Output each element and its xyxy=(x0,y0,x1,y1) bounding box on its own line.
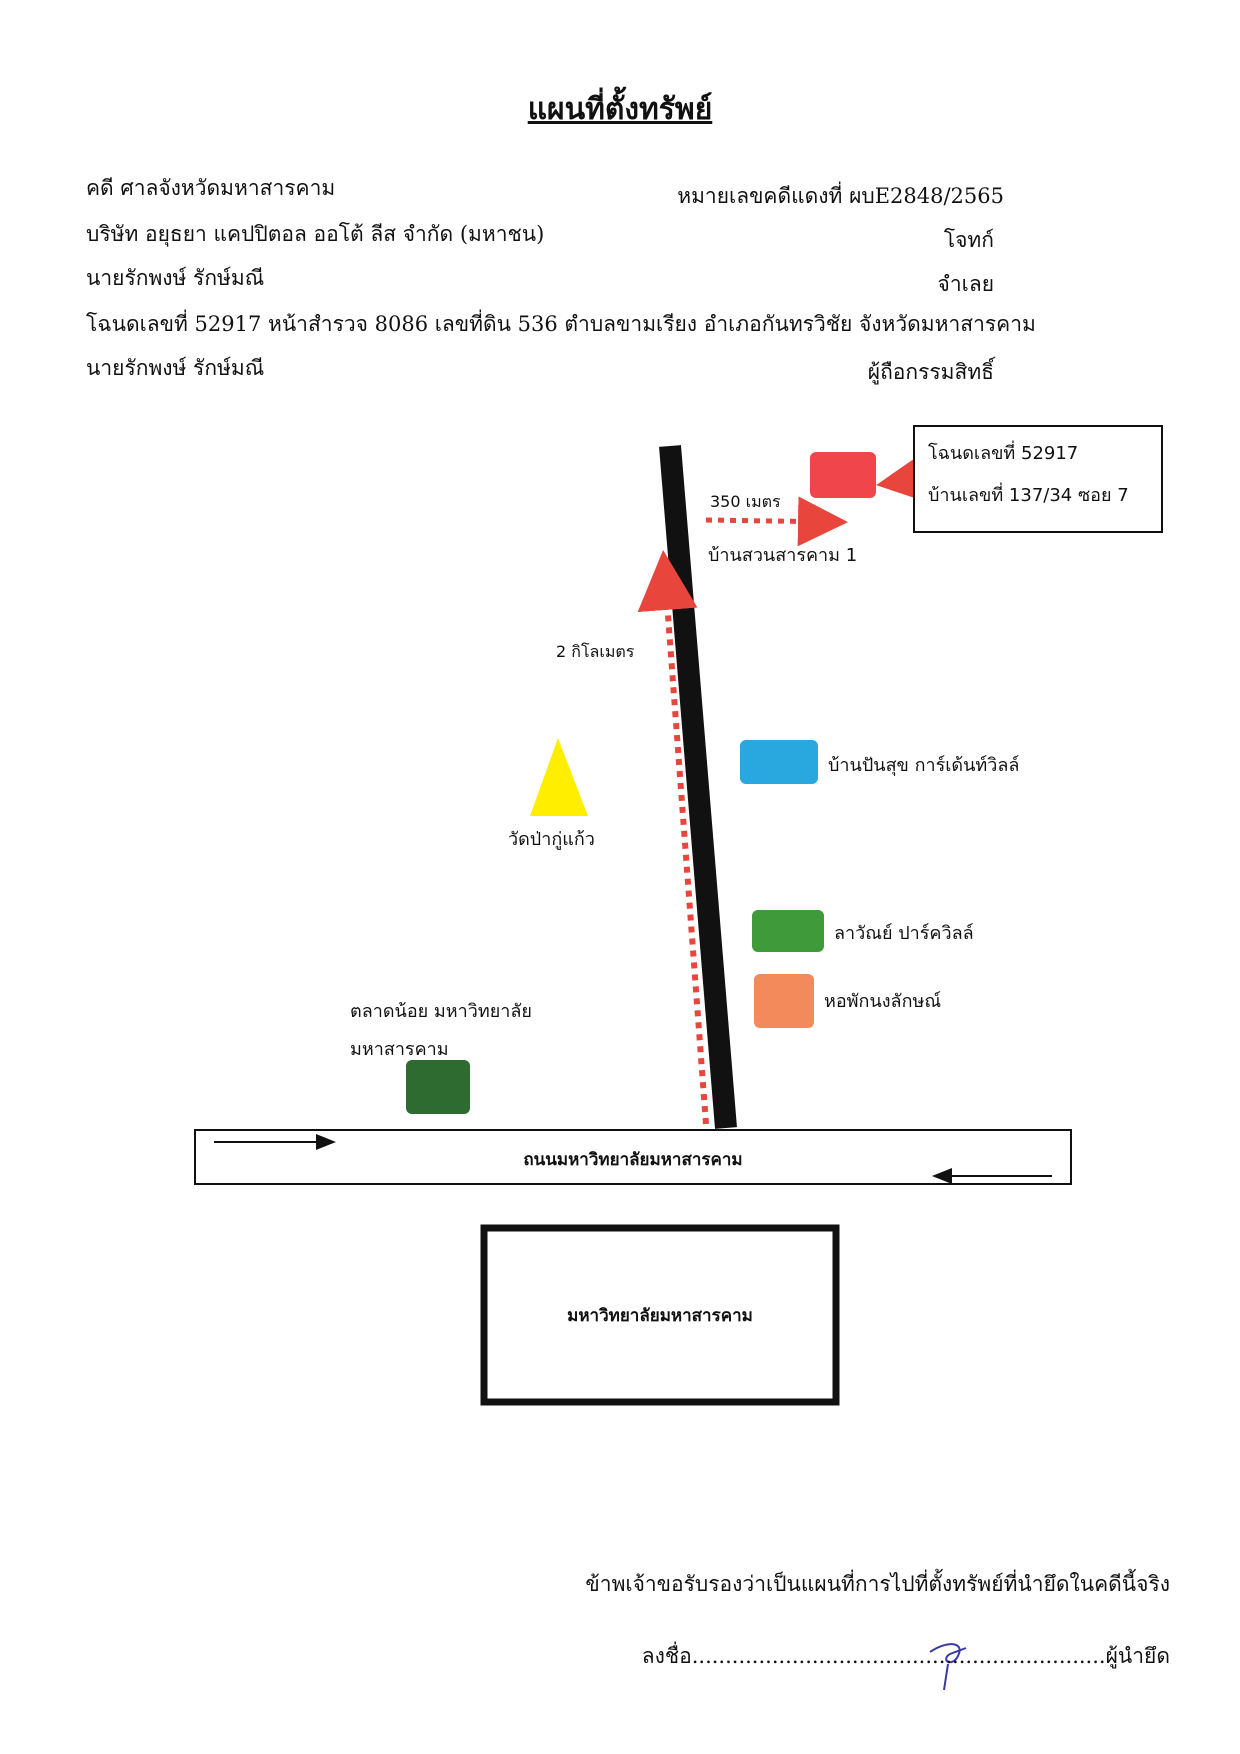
sign-prefix: ลงชื่อ xyxy=(641,1644,692,1668)
route-350m xyxy=(705,496,848,547)
university-box xyxy=(480,1224,840,1406)
temple-marker xyxy=(530,738,588,816)
university-label: มหาวิทยาลัยมหาสารคาม xyxy=(567,1306,753,1326)
property-info-box xyxy=(913,425,1163,533)
village-label: บ้านสวนสารคาม 1 xyxy=(708,545,858,566)
defendant-name: นายรักพงษ์ รักษ์มณี xyxy=(86,266,265,290)
distance-2km-label: 2 กิโลเมตร xyxy=(556,642,635,661)
landmark-blue-marker xyxy=(740,740,818,784)
landmark-orange-label: หอพักนงลักษณ์ xyxy=(824,991,942,1012)
certification-text: ข้าพเจ้าขอรับรองว่าเป็นแผนที่การไปที่ตั้… xyxy=(585,1572,1170,1596)
page-title: แผนที่ตั้งทรัพย์ xyxy=(527,92,713,127)
owner-name: นายรักพงษ์ รักษ์มณี xyxy=(86,356,265,380)
market-label-line1: ตลาดน้อย มหาวิทยาลัย xyxy=(350,1001,532,1022)
landmark-blue-label: บ้านปันสุข การ์เด้นท์วิลล์ xyxy=(828,755,1020,776)
owner-role: ผู้ถือกรรมสิทธิ์ xyxy=(867,360,994,384)
plaintiff-role: โจทก์ xyxy=(943,228,994,252)
signature xyxy=(929,1643,967,1691)
market-marker xyxy=(406,1060,470,1114)
distance-350m-label: 350 เมตร xyxy=(710,492,781,511)
defendant-role: จำเลย xyxy=(937,272,994,296)
property-marker xyxy=(810,452,876,498)
property-deed-label: โฉนดเลขที่ 52917 xyxy=(928,443,1079,464)
court-line: คดี ศาลจังหวัดมหาสารคาม xyxy=(86,176,336,200)
deed-line: โฉนดเลขที่ 52917 หน้าสำรวจ 8086 เลขที่ดิ… xyxy=(86,312,1036,336)
market-label-line2: มหาสารคาม xyxy=(350,1039,449,1060)
plaintiff-name: บริษัท อยุธยา แคปปิตอล ออโต้ ลีส จำกัด (… xyxy=(86,222,545,246)
landmark-green-marker xyxy=(752,910,824,952)
landmark-green-label: ลาวัณย์ ปาร์ควิลล์ xyxy=(834,923,974,944)
landmark-orange-marker xyxy=(754,974,814,1028)
property-house-label: บ้านเลขที่ 137/34 ซอย 7 xyxy=(928,485,1129,506)
route-2km xyxy=(637,550,709,1125)
main-road xyxy=(194,1129,1072,1185)
sign-dots: ........................................… xyxy=(691,1644,1106,1668)
temple-label: วัดป่ากู่แก้ว xyxy=(508,829,595,850)
signature-line: ลงชื่อ..................................… xyxy=(642,1640,1170,1673)
main-road-label: ถนนมหาวิทยาลัยมหาสารคาม xyxy=(523,1150,743,1170)
sign-role: ผู้นำยึด xyxy=(1105,1644,1170,1668)
property-pointer-arrow xyxy=(876,459,919,500)
case-number: หมายเลขคดีแดงที่ ผบE2848/2565 xyxy=(677,184,1004,208)
